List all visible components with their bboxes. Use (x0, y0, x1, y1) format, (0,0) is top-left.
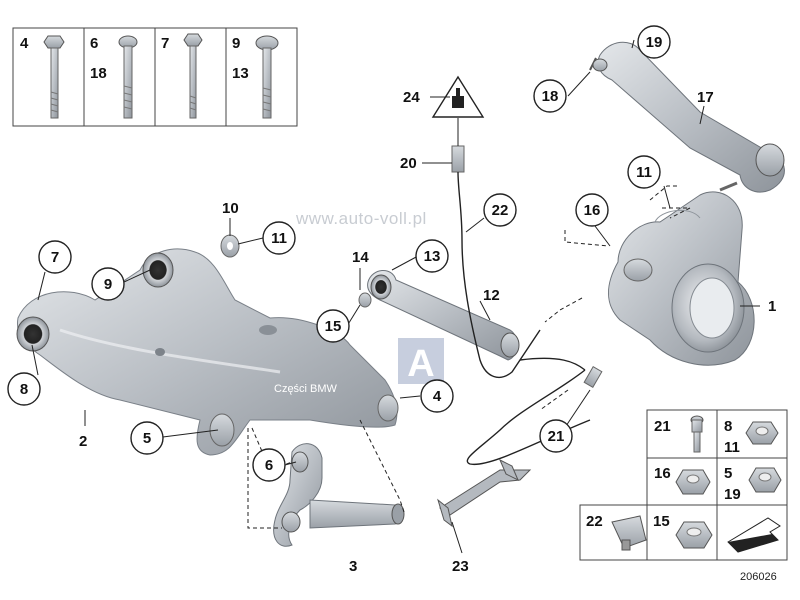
bolt-icon (118, 35, 138, 119)
nut-icon (748, 467, 782, 493)
wishbone-link (273, 443, 405, 547)
callout-15: 15 (325, 318, 342, 335)
nut-box-label: 5 (724, 465, 732, 482)
callout-22: 22 (492, 202, 509, 219)
bolt-box-label: 7 (161, 35, 169, 52)
callout-3: 3 (349, 558, 357, 575)
callout-23: 23 (452, 558, 469, 575)
nut-box: 21 8 11 16 5 19 22 15 (579, 409, 788, 561)
sensor-wire (451, 145, 603, 466)
nut-icon (675, 521, 713, 549)
upper-arm (589, 41, 785, 193)
callout-6: 6 (265, 457, 273, 474)
bolt-box-label: 18 (90, 65, 107, 82)
callout-18: 18 (542, 88, 559, 105)
rear-axle-carrier (16, 248, 399, 456)
clip-icon (611, 515, 647, 551)
bolt-icon (255, 35, 279, 119)
screw-icon (690, 415, 704, 453)
washer (358, 292, 372, 308)
nut-box-label: 8 (724, 418, 732, 435)
nut-box-label: 16 (654, 465, 671, 482)
bolt-box-label: 9 (232, 35, 240, 52)
callout-21: 21 (548, 428, 565, 445)
bracket (437, 458, 532, 528)
watermark-logo: A (398, 338, 444, 385)
callout-16: 16 (584, 202, 601, 219)
wheel-carrier (608, 191, 755, 366)
callout-9: 9 (104, 276, 112, 293)
bolt-box-label: 4 (20, 35, 29, 52)
bolt-icon (43, 35, 65, 119)
callout-24: 24 (403, 89, 420, 106)
watermark-logo-letter: A (407, 343, 434, 385)
callout-11: 11 (271, 230, 287, 247)
nut-box-label: 15 (653, 513, 670, 530)
bolt-box: 4 6 18 7 9 13 (12, 27, 298, 127)
callout-14: 14 (352, 249, 369, 266)
callout-10: 10 (222, 200, 239, 217)
callout-11: 11 (636, 164, 652, 181)
bolt-box-label: 6 (90, 35, 98, 52)
callout-5: 5 (143, 430, 151, 447)
callout-8: 8 (20, 381, 28, 398)
callout-17: 17 (697, 89, 714, 106)
watermark-caption: Części BMW (274, 383, 338, 395)
callouts: 1 2 3 4 5 6 7 8 9 10 11 12 13 14 15 16 1… (7, 25, 776, 575)
bolt-box-label: 13 (232, 65, 249, 82)
leader-lines (31, 39, 760, 554)
callout-1: 1 (768, 298, 776, 315)
callout-13: 13 (424, 248, 441, 265)
bolt-icon (183, 33, 203, 119)
control-arm (358, 270, 520, 361)
nut-icon (675, 469, 711, 495)
callout-19: 19 (646, 34, 663, 51)
watermark-url: www.auto-voll.pl (295, 209, 427, 228)
nut-box-label: 19 (724, 486, 741, 503)
arrow-icon (727, 517, 781, 553)
callout-7: 7 (51, 249, 59, 266)
callout-20: 20 (400, 155, 417, 172)
nut-box-label: 22 (586, 513, 603, 530)
nut-box-label: 11 (724, 439, 740, 456)
nut-box-label: 21 (654, 418, 671, 435)
callout-12: 12 (483, 287, 500, 304)
reference-number: 206026 (740, 571, 777, 583)
callout-4: 4 (433, 388, 442, 405)
callout-2: 2 (79, 433, 87, 450)
nut-icon (745, 421, 779, 445)
